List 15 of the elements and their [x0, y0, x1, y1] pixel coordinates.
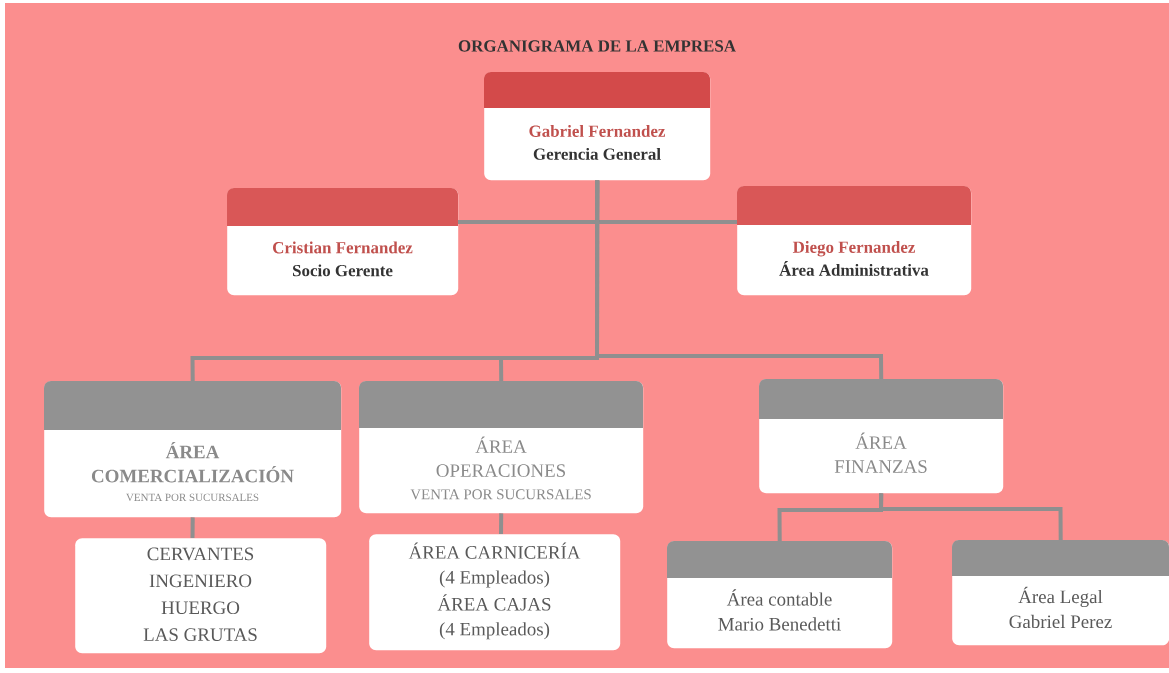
- org-box: ÁREA OPERACIONES VENTA POR SUCURSALES: [359, 381, 644, 514]
- org-box: CERVANTES INGENIERO HUERGO LAS GRUTAS: [75, 538, 327, 654]
- title: ORGANIGRAMA DE LA EMPRESA: [458, 40, 736, 52]
- org-box: Área Legal Gabriel Perez: [952, 540, 1169, 646]
- connector-line: [595, 180, 884, 379]
- connector-line: [190, 517, 195, 539]
- org-box: Diego Fernandez Área Administrativa: [737, 186, 972, 296]
- org-box: Área contable Mario Benedetti: [667, 541, 893, 649]
- connector-line: [499, 513, 504, 534]
- org-box: ÁREA FINANZAS: [759, 379, 1004, 494]
- org-box: Gabriel Fernandez Gerencia General: [484, 72, 711, 181]
- org-box: ÁREA CARNICERÍA (4 Empleados) ÁREA CAJAS (4 Empleados): [369, 534, 621, 651]
- org-box: Cristian Fernandez Socio Gerente: [227, 188, 459, 296]
- connector-line: [878, 493, 1063, 540]
- org-box: ÁREA COMERCIALIZACIÓN VENTA POR SUCURSALES: [44, 381, 342, 518]
